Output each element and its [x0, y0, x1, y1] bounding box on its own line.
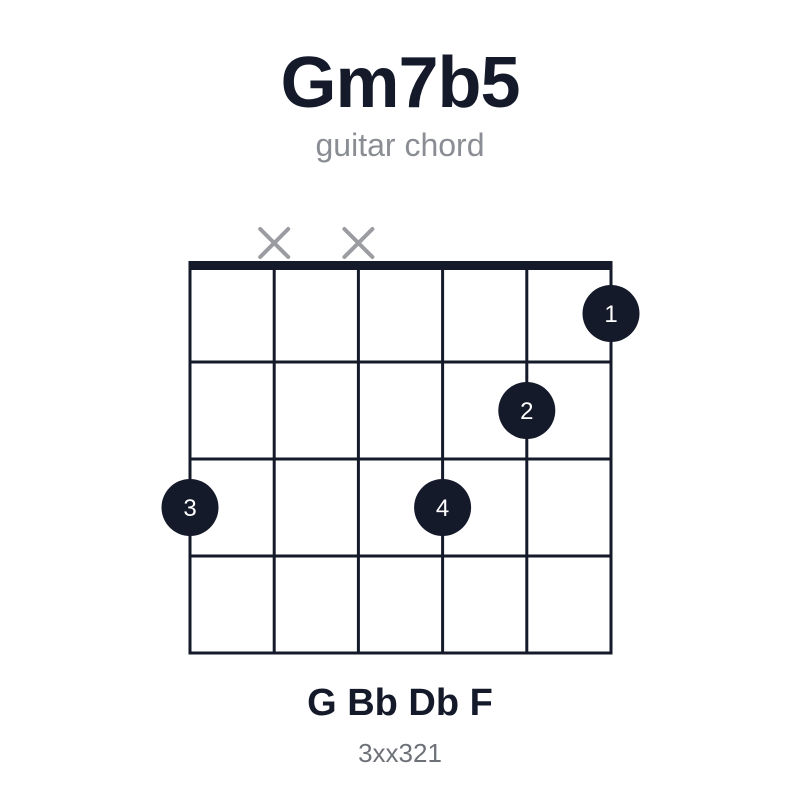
- chord-fingering: 3xx321: [358, 738, 442, 768]
- finger-number: 1: [604, 301, 617, 328]
- finger-dot: [161, 479, 219, 536]
- nut: [188, 261, 613, 270]
- finger-dot: [582, 285, 640, 342]
- chord-title: Gm7b5: [280, 43, 520, 123]
- finger-number: 2: [520, 398, 533, 425]
- chord-notes: G Bb Db F: [307, 682, 493, 724]
- muted-string-marker: [342, 227, 375, 259]
- chord-subtitle: guitar chord: [315, 127, 485, 163]
- muted-string-marker: [258, 227, 291, 259]
- finger-dot: [498, 382, 556, 439]
- finger-dot: [414, 479, 472, 536]
- finger-number: 3: [183, 495, 196, 522]
- finger-number: 4: [436, 495, 449, 522]
